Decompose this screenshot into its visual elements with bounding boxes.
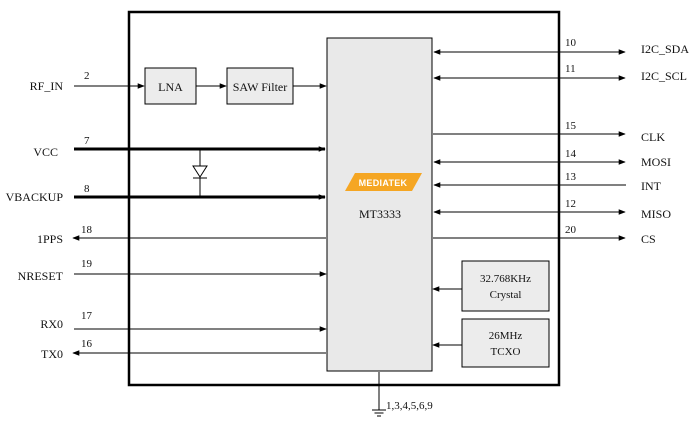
ground-pins-label: 1,3,4,5,6,9 — [386, 400, 433, 412]
rf-in-label: RF_IN — [30, 79, 64, 93]
cs-label: CS — [641, 232, 656, 246]
tx0-pin: 16 — [81, 338, 93, 350]
tx0-label: TX0 — [41, 347, 63, 361]
nreset-label: NRESET — [18, 269, 64, 283]
1pps-label: 1PPS — [37, 232, 63, 246]
i2c-scl-label: I2C_SCL — [641, 69, 687, 83]
clk-label: CLK — [641, 130, 665, 144]
chip-label: MT3333 — [359, 207, 401, 221]
i2c-scl-pin: 11 — [565, 63, 576, 75]
lna-block — [144, 67, 197, 105]
lna-label: LNA — [158, 80, 183, 94]
vbackup-label: VBACKUP — [6, 190, 64, 204]
crystal-block — [461, 260, 550, 312]
diode-symbol — [192, 149, 208, 197]
miso-label: MISO — [641, 207, 671, 221]
int-label: INT — [641, 179, 662, 193]
mosi-label: MOSI — [641, 155, 671, 169]
crystal-label-line2: Crystal — [490, 289, 522, 301]
crystal-label-line1: 32.768KHz — [480, 273, 531, 285]
vbackup-pin: 8 — [84, 183, 90, 195]
tcxo-label-line1: 26MHz — [489, 330, 523, 342]
i2c-sda-label: I2C_SDA — [641, 42, 689, 56]
vcc-label: VCC — [33, 145, 58, 159]
mediatek-logo — [345, 173, 422, 191]
saw-filter-label: SAW Filter — [233, 80, 288, 94]
clk-pin: 15 — [565, 120, 577, 132]
1pps-pin: 18 — [81, 224, 93, 236]
mosi-pin: 14 — [565, 148, 577, 160]
i2c-sda-pin: 10 — [565, 37, 577, 49]
rx0-label: RX0 — [40, 317, 63, 331]
int-pin: 13 — [565, 171, 577, 183]
mediatek-logo-text: MEDIATEK — [359, 178, 408, 188]
cs-pin: 20 — [565, 224, 577, 236]
rx0-pin: 17 — [81, 310, 93, 322]
vcc-pin: 7 — [84, 135, 90, 147]
miso-pin: 12 — [565, 198, 576, 210]
mt3333-chip — [326, 37, 433, 372]
tcxo-block — [461, 318, 550, 368]
nreset-pin: 19 — [81, 258, 93, 270]
tcxo-label-line2: TCXO — [491, 346, 521, 358]
ground-symbol — [372, 372, 386, 417]
rf-in-pin: 2 — [84, 70, 90, 82]
